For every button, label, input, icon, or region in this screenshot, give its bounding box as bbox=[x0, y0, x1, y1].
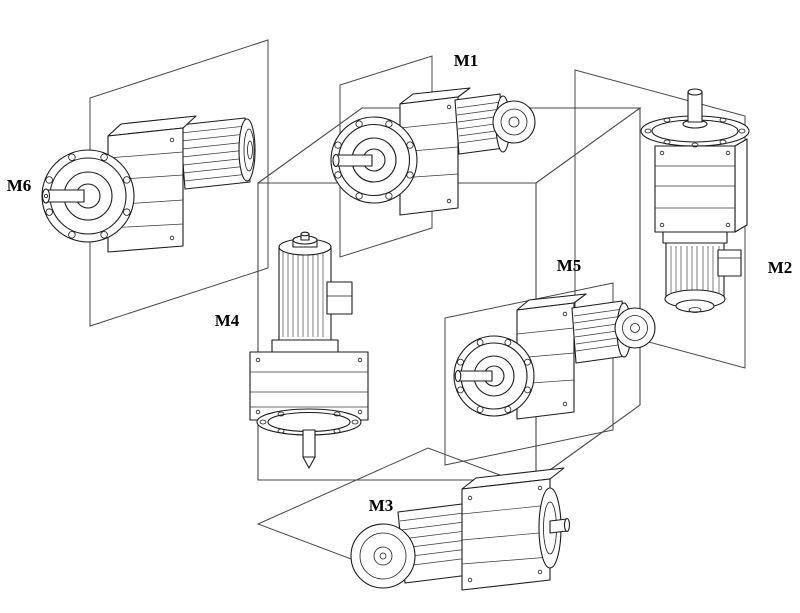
m5-bolt-holes bbox=[457, 339, 531, 413]
m2-gearbox-side bbox=[734, 138, 748, 233]
m6-motor-fins bbox=[180, 125, 250, 182]
m3-gearbox bbox=[461, 478, 551, 591]
gearmotor-m1 bbox=[330, 87, 536, 216]
m2-adapter bbox=[662, 231, 728, 244]
label-m3: M3 bbox=[369, 496, 394, 515]
label-m6: M6 bbox=[7, 176, 32, 195]
m2-bolt-holes bbox=[644, 117, 746, 148]
m1-output-shaft bbox=[335, 154, 373, 167]
mounting-plane-m5 bbox=[444, 282, 614, 466]
m2-output-shaft bbox=[687, 91, 703, 123]
gearmotor-m2 bbox=[640, 88, 750, 313]
m5-fan-cover bbox=[614, 307, 656, 349]
m5-output-shaft bbox=[457, 370, 493, 382]
m3-fan-cover bbox=[350, 523, 416, 589]
m5-motor-fins bbox=[573, 308, 626, 352]
gearmotor-m3 bbox=[350, 467, 571, 591]
m4-adapter bbox=[271, 339, 339, 353]
gearmotor-m5 bbox=[453, 293, 656, 420]
label-m5: M5 bbox=[557, 256, 582, 275]
m6-bolt-holes bbox=[45, 153, 131, 239]
m1-fan-cover bbox=[492, 100, 536, 144]
m6-output-shaft bbox=[45, 189, 85, 203]
m1-flange bbox=[330, 116, 418, 204]
m6-fan-cover bbox=[238, 118, 256, 182]
label-m1: M1 bbox=[454, 51, 479, 70]
m4-terminal-box bbox=[326, 281, 353, 315]
gearmotor-m6 bbox=[41, 115, 256, 253]
m4-gearbox bbox=[249, 351, 369, 421]
label-m2: M2 bbox=[768, 258, 793, 277]
m5-flange bbox=[453, 335, 535, 417]
label-m4: M4 bbox=[215, 311, 240, 330]
gearmotor-m4 bbox=[249, 231, 369, 469]
mounting-plane-m1 bbox=[339, 55, 433, 258]
m2-gearbox bbox=[654, 145, 736, 233]
m2-motor-fins bbox=[670, 246, 720, 296]
m3-motor-fins bbox=[399, 511, 478, 567]
m1-motor-fins bbox=[456, 101, 504, 144]
m2-terminal-box bbox=[717, 249, 742, 277]
m4-motor-fins bbox=[282, 250, 324, 337]
m1-bolt-holes bbox=[334, 120, 414, 200]
mounting-plane-m6 bbox=[89, 39, 269, 327]
m4-output-shaft bbox=[302, 429, 316, 458]
